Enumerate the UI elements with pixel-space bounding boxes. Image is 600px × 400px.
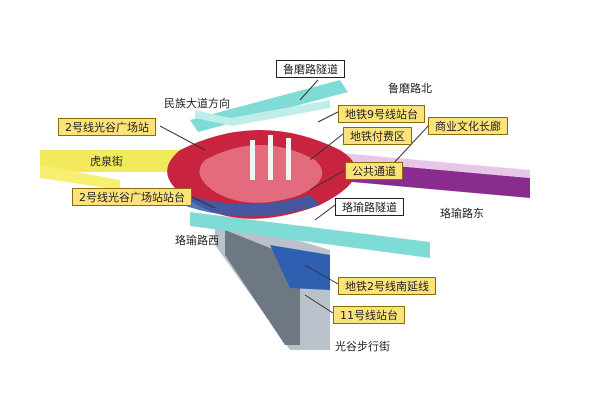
commercial-corridor-top: [330, 152, 530, 178]
leader-metro9: [317, 111, 339, 123]
label-line11: 11号线站台: [333, 306, 405, 324]
leader-line2-platform: [189, 195, 216, 209]
luoyu-tunnel-shape: [190, 212, 430, 258]
label-line2-station: 2号线光谷广场站: [58, 118, 156, 136]
leader-line2-south: [304, 264, 339, 285]
leader-line11: [304, 294, 334, 314]
label-commercial: 商业文化长廊: [428, 117, 508, 135]
label-luoyu-tunnel: 珞瑜路隧道: [335, 198, 404, 216]
huquan-road-left: [40, 165, 120, 190]
column-1: [250, 140, 255, 180]
label-lumo-north: 鲁磨路北: [388, 82, 432, 95]
label-metro9: 地铁9号线站台: [338, 105, 425, 123]
label-luoyu-west: 珞瑜路西: [175, 234, 219, 247]
line11-platform-shape: [270, 245, 330, 290]
leader-lumo-tunnel: [299, 79, 319, 101]
concourse-inner: [199, 145, 323, 203]
label-guanggu-pedestrian: 光谷步行街: [335, 340, 390, 353]
label-public-passage: 公共通道: [345, 162, 403, 180]
leader-public-passage: [309, 169, 346, 191]
leader-line2-station: [159, 125, 206, 151]
label-lumo-tunnel: 鲁磨路隧道: [276, 60, 345, 78]
column-2: [268, 135, 273, 180]
label-luoyu-east: 珞瑜路东: [440, 207, 484, 220]
label-minzu-avenue: 民族大道方向: [164, 97, 230, 110]
label-paid-area: 地铁付费区: [343, 127, 412, 145]
leader-luoyu-tunnel: [314, 204, 336, 221]
huquan-road-band: [40, 150, 210, 172]
label-line2-south: 地铁2号线南延线: [338, 277, 436, 295]
minzu-ramp: [195, 100, 330, 126]
column-3: [286, 138, 291, 180]
label-line2-platform: 2号线光谷广场站站台: [72, 188, 192, 206]
leader-paid-area: [309, 133, 344, 161]
public-passage-shape: [170, 190, 320, 217]
label-huquan: 虎泉街: [90, 155, 123, 168]
